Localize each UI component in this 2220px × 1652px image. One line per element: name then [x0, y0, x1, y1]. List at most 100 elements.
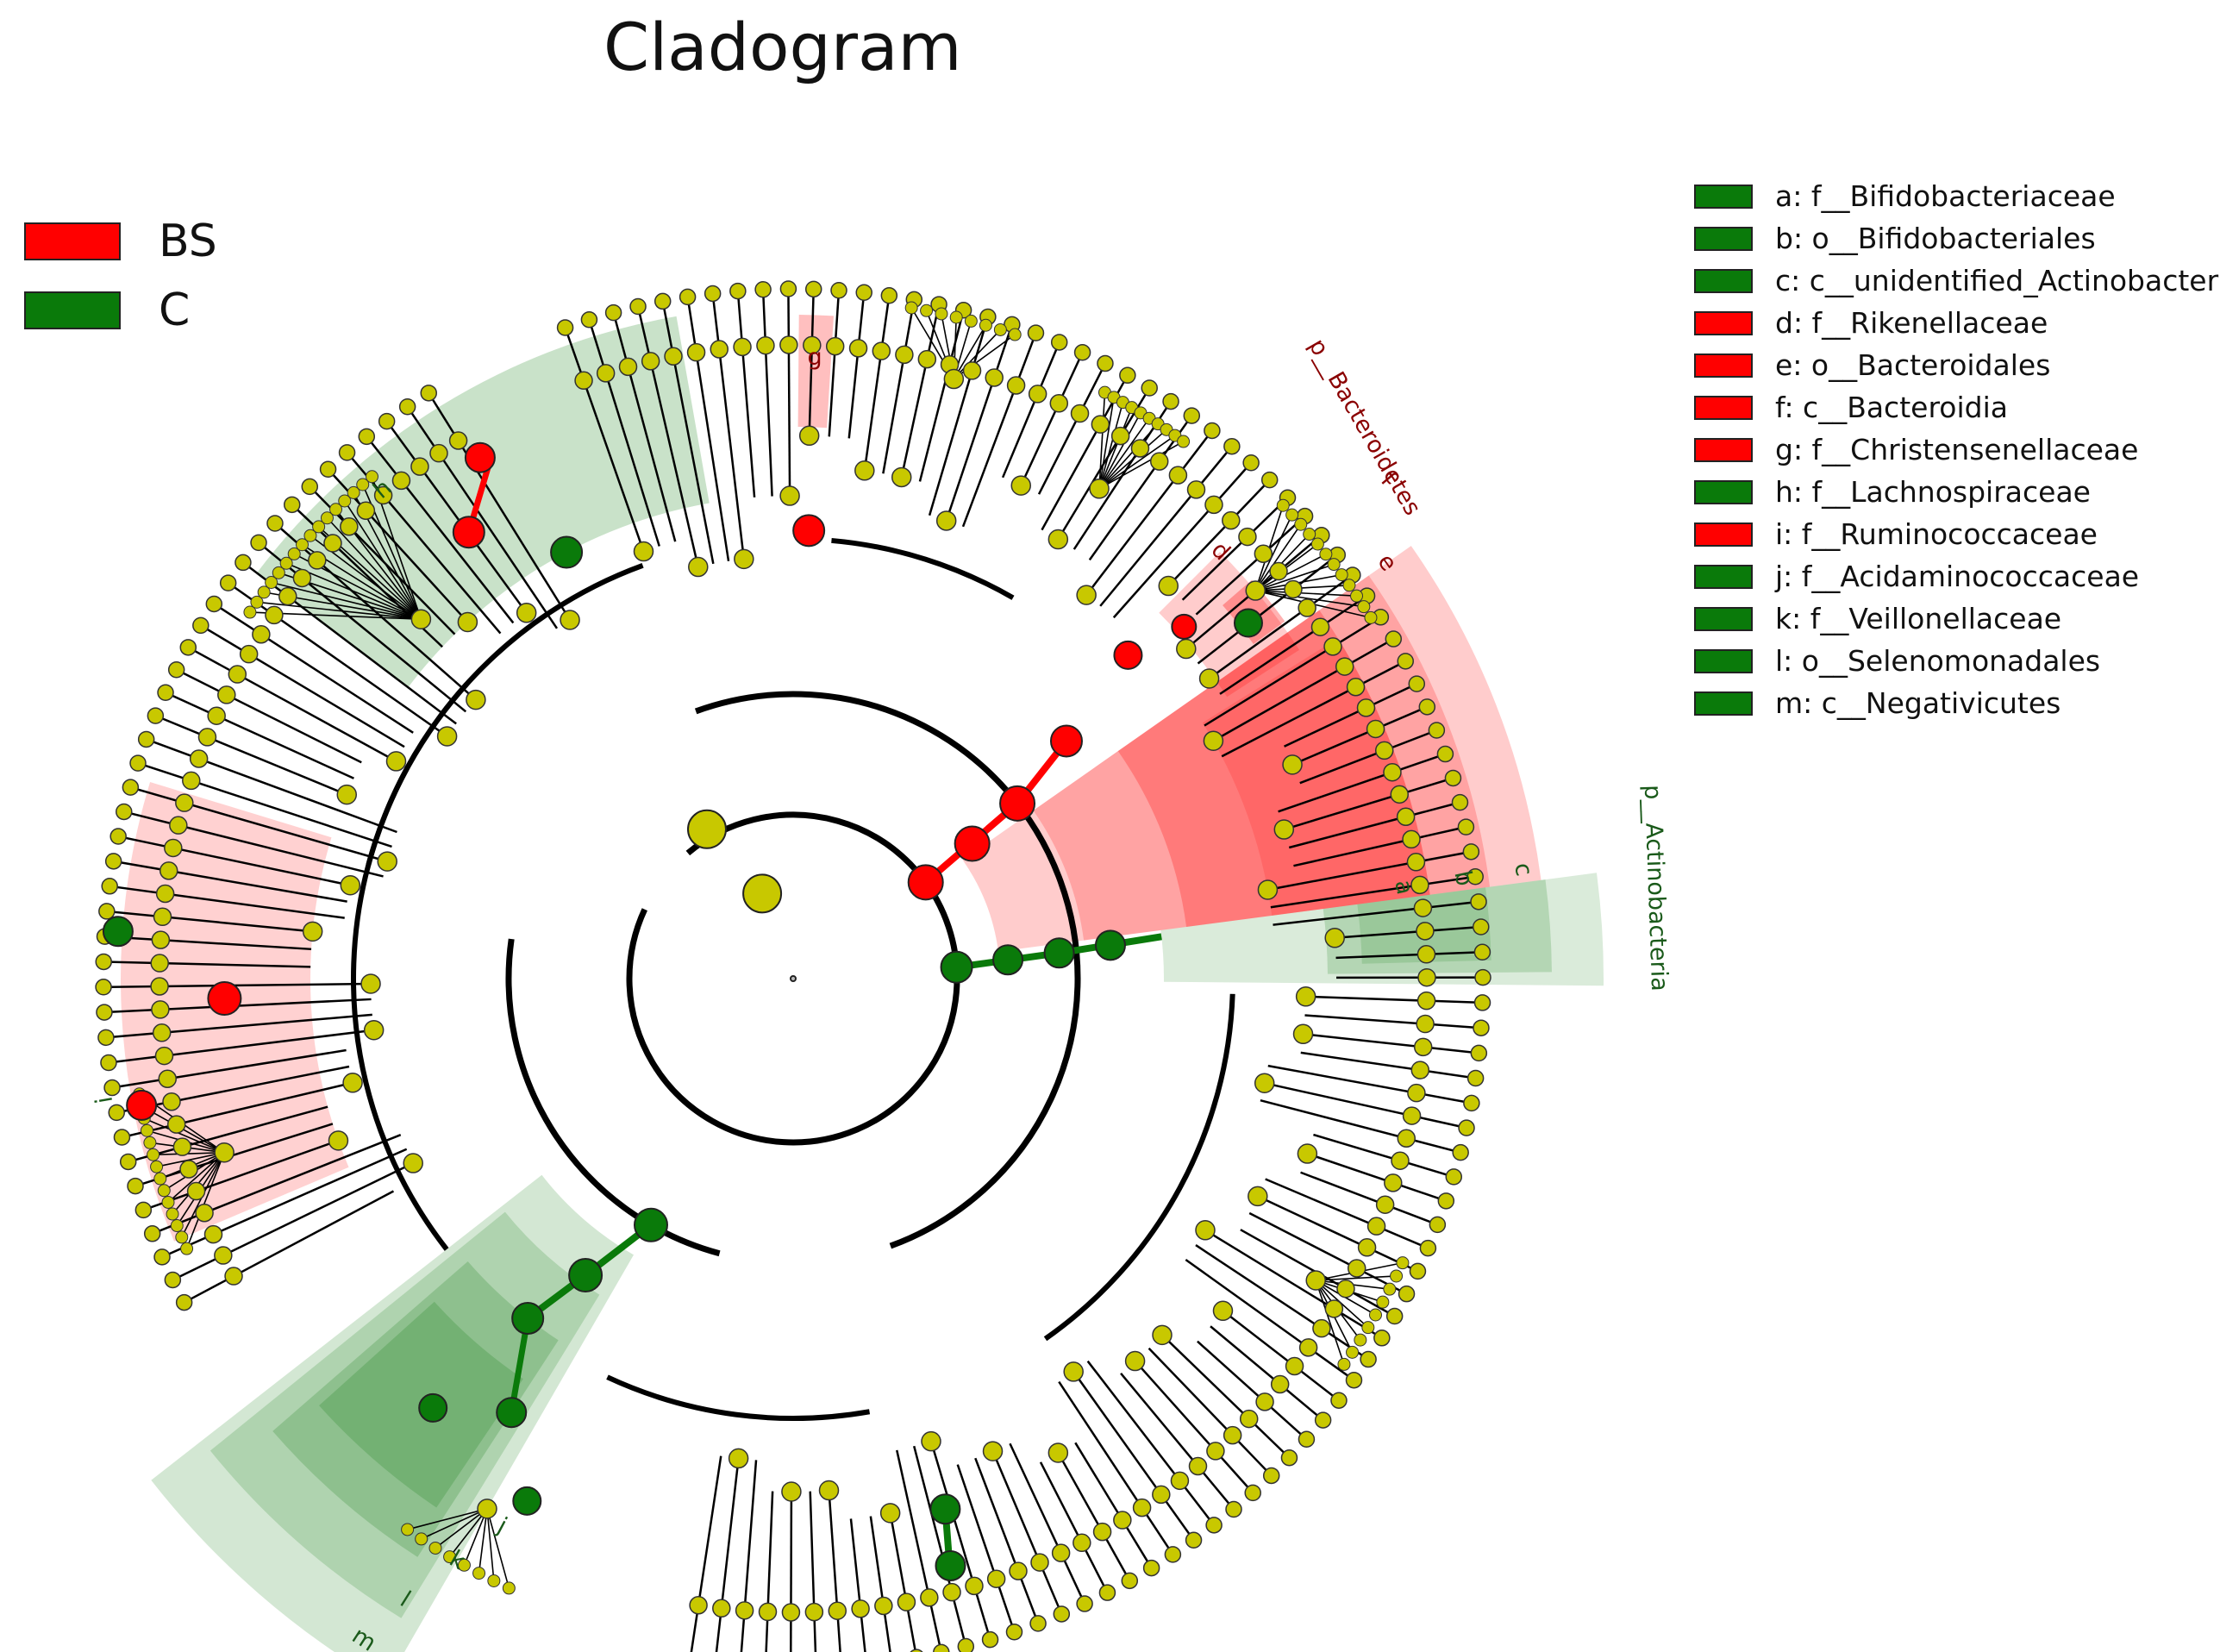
- leaf-node: [162, 1092, 181, 1111]
- leaf-node: [265, 576, 278, 590]
- branch: [108, 1029, 374, 1064]
- branch: [1161, 1334, 1291, 1459]
- leaf-node: [347, 485, 360, 499]
- leaf-node: [1285, 508, 1299, 522]
- leaf-node: [319, 460, 337, 478]
- inner-node: [377, 851, 397, 872]
- fan-node: [1245, 580, 1266, 601]
- leaf-node: [1324, 1299, 1344, 1318]
- branch: [686, 297, 730, 561]
- bacteroidetes-node: [907, 864, 944, 901]
- leaf-node: [1429, 1216, 1447, 1234]
- leaf-node: [1262, 1467, 1280, 1485]
- inner-node: [1124, 1350, 1146, 1372]
- leaf-node: [243, 605, 257, 619]
- leaf-node: [872, 341, 891, 360]
- branch: [1057, 1452, 1131, 1581]
- branch: [1260, 1098, 1461, 1154]
- branch: [227, 582, 448, 737]
- leaf-node: [1410, 875, 1429, 895]
- leaf-node: [1336, 1279, 1355, 1298]
- branch: [849, 1518, 866, 1652]
- branch: [1197, 554, 1339, 665]
- leaf-node: [373, 485, 393, 505]
- leaf-node: [1027, 324, 1045, 341]
- tree-structure: [351, 537, 1235, 1421]
- leaf-node: [1472, 918, 1490, 936]
- leaf-node: [1366, 719, 1385, 739]
- branch: [715, 1458, 740, 1652]
- clade-label-p_bacteroidetes: p__Bacteroidetes: [1304, 335, 1426, 520]
- branch: [974, 1457, 1040, 1624]
- leaf-node: [1049, 394, 1069, 413]
- branch: [1265, 1178, 1429, 1249]
- leaf-node: [1410, 1061, 1430, 1079]
- leaf-node: [152, 1023, 172, 1042]
- legend-swatch: [24, 222, 121, 260]
- inner-node: [921, 1430, 941, 1452]
- leaf-node: [109, 828, 127, 845]
- leaf-node: [1409, 1262, 1427, 1280]
- fan-branch: [326, 517, 422, 620]
- inner-node: [1248, 1186, 1268, 1207]
- leaf-node: [179, 1160, 198, 1179]
- leaf-node: [641, 352, 660, 371]
- legend-swatch: [1694, 437, 1753, 462]
- branch: [1085, 429, 1213, 596]
- leaf-node: [710, 340, 729, 359]
- inner-node: [1047, 1442, 1069, 1463]
- leaf-node: [1390, 1269, 1404, 1283]
- fan-branch: [1315, 1280, 1369, 1329]
- leaf-node: [157, 1184, 171, 1198]
- leaf-node: [278, 586, 297, 606]
- branch: [1335, 925, 1481, 940]
- leaf-node: [981, 1630, 999, 1649]
- leaf-node: [1445, 1168, 1463, 1186]
- ring-1: [626, 811, 960, 1146]
- branch: [889, 1512, 917, 1652]
- leaf-node: [129, 754, 147, 772]
- leaf-node: [1276, 498, 1290, 512]
- group-legend-item-c: C: [24, 276, 217, 345]
- branch: [137, 761, 392, 848]
- branch: [366, 435, 515, 624]
- branch: [130, 785, 388, 863]
- inner-node: [516, 603, 537, 623]
- branch: [213, 603, 414, 734]
- leaf-node: [356, 478, 370, 491]
- green-pair-node: [929, 1493, 961, 1525]
- leaf-node: [729, 282, 747, 300]
- inner-node: [818, 1480, 840, 1501]
- fan-branch: [156, 1151, 225, 1167]
- leaf-node: [101, 878, 118, 895]
- taxa-legend-item: g: f__Christensenellaceae: [1694, 429, 2218, 471]
- fan-node: [477, 1499, 497, 1519]
- branch: [154, 714, 347, 796]
- leaf-node: [1310, 537, 1324, 551]
- leaf-node: [985, 368, 1004, 387]
- leaf-node: [1398, 1285, 1416, 1303]
- branch: [711, 293, 746, 560]
- leaf-node: [1141, 379, 1158, 397]
- inner-node: [1158, 575, 1179, 597]
- leaf-node: [217, 685, 236, 704]
- leaf-node: [219, 574, 237, 591]
- leaf-node: [1335, 568, 1348, 582]
- fan-branch: [1098, 392, 1106, 489]
- inner-node: [1047, 529, 1069, 550]
- inner-node: [1203, 730, 1224, 751]
- leaf-node: [596, 364, 616, 383]
- fan-branch: [421, 1508, 488, 1540]
- leaf-node: [134, 1201, 153, 1219]
- leaf-node: [1406, 853, 1426, 872]
- leaf-node: [356, 501, 376, 520]
- leaf-node: [151, 930, 171, 949]
- leaf-node: [1142, 1559, 1160, 1577]
- clade-label-b: b: [1448, 868, 1478, 888]
- leaf-node: [1269, 561, 1288, 581]
- leaf-node: [1314, 1411, 1332, 1429]
- legend-label: g: f__Christensenellaceae: [1775, 433, 2139, 466]
- leaf-node: [756, 335, 775, 355]
- leaf-node: [1451, 793, 1469, 811]
- leaf-node: [1383, 762, 1402, 782]
